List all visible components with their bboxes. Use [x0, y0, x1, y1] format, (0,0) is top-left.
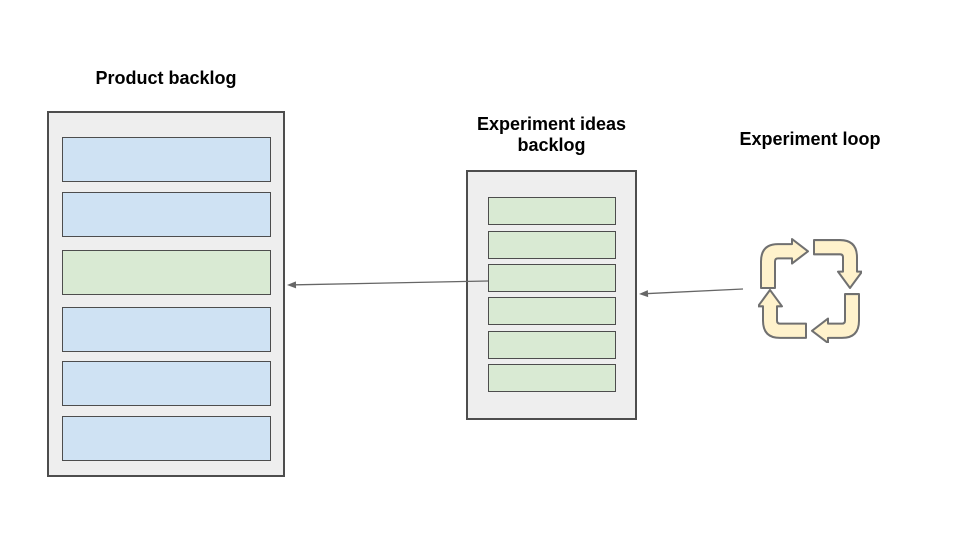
experiment-idea-item	[488, 331, 616, 359]
experiment-ideas-backlog-container	[466, 170, 637, 420]
connector-arrowhead-loop-to-ideas	[639, 290, 649, 298]
experiment-idea-item	[488, 231, 616, 259]
experiment-idea-item	[488, 364, 616, 392]
product-backlog-item	[62, 192, 271, 237]
experiment-idea-item	[488, 297, 616, 325]
product-backlog-item	[62, 307, 271, 352]
product-backlog-item	[62, 137, 271, 182]
bent-arrow-top-left-icon	[759, 238, 810, 289]
product-backlog-container	[47, 111, 285, 477]
bent-arrow-bottom-right-icon	[810, 293, 861, 343]
product-backlog-title: Product backlog	[95, 68, 237, 88]
experiment-idea-item	[488, 264, 616, 292]
connector-line-loop-to-ideas	[647, 288, 744, 295]
experiment-loop-title: Experiment loop	[739, 129, 881, 149]
bent-arrow-bottom-left-icon	[758, 288, 808, 339]
bent-arrow-top-right-icon	[812, 239, 862, 289]
product-backlog-item	[62, 250, 271, 295]
cycle-arrows-icon	[758, 238, 862, 343]
product-backlog-item	[62, 361, 271, 406]
product-backlog-item	[62, 416, 271, 461]
connector-line-ideas-to-product	[295, 280, 489, 286]
experiment-idea-item	[488, 197, 616, 225]
connector-arrowhead-ideas-to-product	[287, 281, 297, 289]
experiment-ideas-backlog-title: Experiment ideas backlog	[476, 114, 627, 155]
